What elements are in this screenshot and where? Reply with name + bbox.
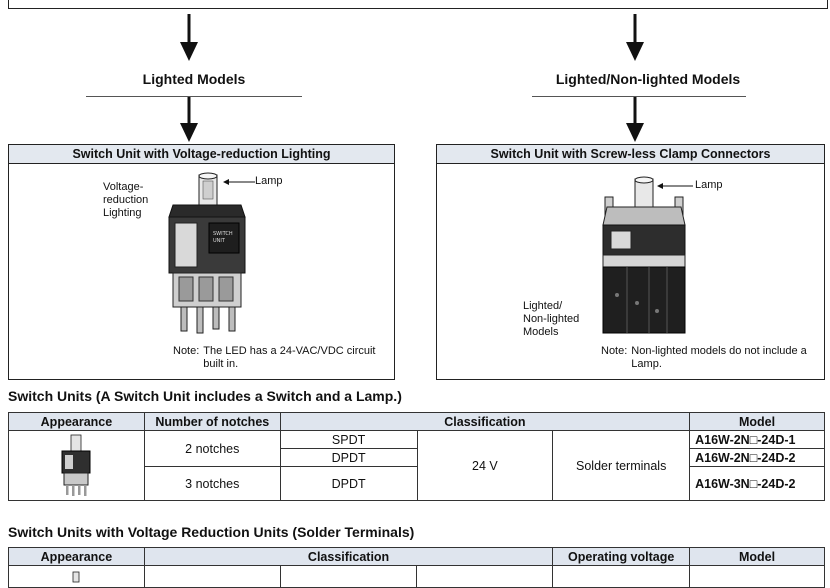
column-header: Classification	[279, 412, 691, 431]
top-box-frame	[8, 0, 828, 9]
contact-cell: SPDT	[279, 430, 418, 449]
appearance-cell	[8, 430, 145, 501]
table-header-row: Appearance Number of notches Classificat…	[8, 412, 825, 431]
notches-cell: 3 notches	[143, 466, 281, 501]
voltage-reduction-panel: Switch Unit with Voltage-reduction Light…	[8, 144, 395, 380]
lamp-callout: Lamp	[695, 179, 723, 191]
note: Note: The LED has a 24-VAC/VDC circuit b…	[173, 345, 376, 370]
table-row: 2 notches SPDT 24 V Solder terminals A16…	[8, 430, 825, 501]
svg-text:UNIT: UNIT	[213, 238, 226, 244]
classification-cell	[416, 565, 554, 588]
terminal-cell: Solder terminals	[552, 430, 691, 501]
lighted-models-label: Lighted Models	[142, 71, 246, 87]
note: Note: Non-lighted models do not include …	[601, 345, 807, 370]
voltage-reduction-callout: Voltage- reduction Lighting	[103, 181, 149, 219]
switch-units-table: Appearance Number of notches Classificat…	[8, 412, 825, 501]
switch-unit-thumbnail-icon	[73, 571, 80, 583]
classification-cell	[143, 565, 281, 588]
table-row	[8, 565, 825, 588]
model-cell: A16W-2N□-24D-2	[689, 448, 825, 467]
note-text: Non-lighted models do not include a	[631, 345, 807, 357]
voltage-cell	[552, 565, 691, 588]
down-arrow-icon	[626, 97, 644, 142]
appearance-cell	[8, 565, 145, 588]
svg-text:SWITCH: SWITCH	[213, 231, 233, 237]
table-row: 3 notches DPDT A16W-3N□-24D-2	[9, 466, 825, 501]
model-cell: A16W-3N□-24D-2	[689, 466, 825, 501]
notches-cell: 2 notches	[143, 430, 281, 467]
column-header: Appearance	[8, 412, 145, 431]
column-header: Model	[689, 547, 825, 566]
switch-unit-illustration: SWITCH UNIT	[168, 172, 246, 334]
column-header: Appearance	[8, 547, 145, 566]
section-title: Switch Units (A Switch Unit includes a S…	[8, 388, 402, 404]
screwless-clamp-panel: Switch Unit with Screw-less Clamp Connec…	[436, 144, 825, 380]
note-key: Note:	[601, 345, 628, 357]
panel-title: Switch Unit with Voltage-reduction Light…	[9, 145, 394, 164]
divider	[532, 96, 746, 97]
note-key: Note:	[173, 345, 200, 357]
note-text: built in.	[203, 357, 239, 370]
switch-unit-thumbnail-icon	[61, 434, 91, 496]
contact-cell: DPDT	[279, 466, 418, 501]
leader-arrow-icon	[657, 183, 693, 189]
leader-arrow-icon	[223, 179, 255, 185]
clamp-connector-unit-illustration	[602, 176, 686, 334]
note-text: The LED has a 24-VAC/VDC circuit	[203, 345, 376, 357]
table-header-row: Appearance Classification Operating volt…	[8, 547, 825, 566]
divider	[86, 96, 302, 97]
down-arrow-icon	[180, 97, 198, 142]
down-arrow-icon	[180, 14, 198, 61]
column-header: Model	[689, 412, 825, 431]
contact-cell: DPDT	[279, 448, 418, 467]
model-cell: A16W-2N□-24D-1	[689, 430, 825, 449]
model-cell	[689, 565, 825, 588]
lamp-callout: Lamp	[255, 175, 283, 187]
voltage-cell: 24 V	[416, 430, 554, 501]
classification-cell	[279, 565, 418, 588]
section-title: Switch Units with Voltage Reduction Unit…	[8, 524, 415, 540]
column-header: Operating voltage	[552, 547, 691, 566]
column-header: Classification	[143, 547, 554, 566]
column-header: Number of notches	[143, 412, 281, 431]
note-text: Lamp.	[631, 357, 662, 370]
panel-title: Switch Unit with Screw-less Clamp Connec…	[437, 145, 824, 164]
down-arrow-icon	[626, 14, 644, 61]
lighted-nonlighted-callout: Lighted/ Non-lighted Models	[523, 300, 580, 338]
lighted-nonlighted-models-label: Lighted/Non-lighted Models	[555, 71, 741, 87]
voltage-reduction-units-table: Appearance Classification Operating volt…	[8, 547, 825, 588]
